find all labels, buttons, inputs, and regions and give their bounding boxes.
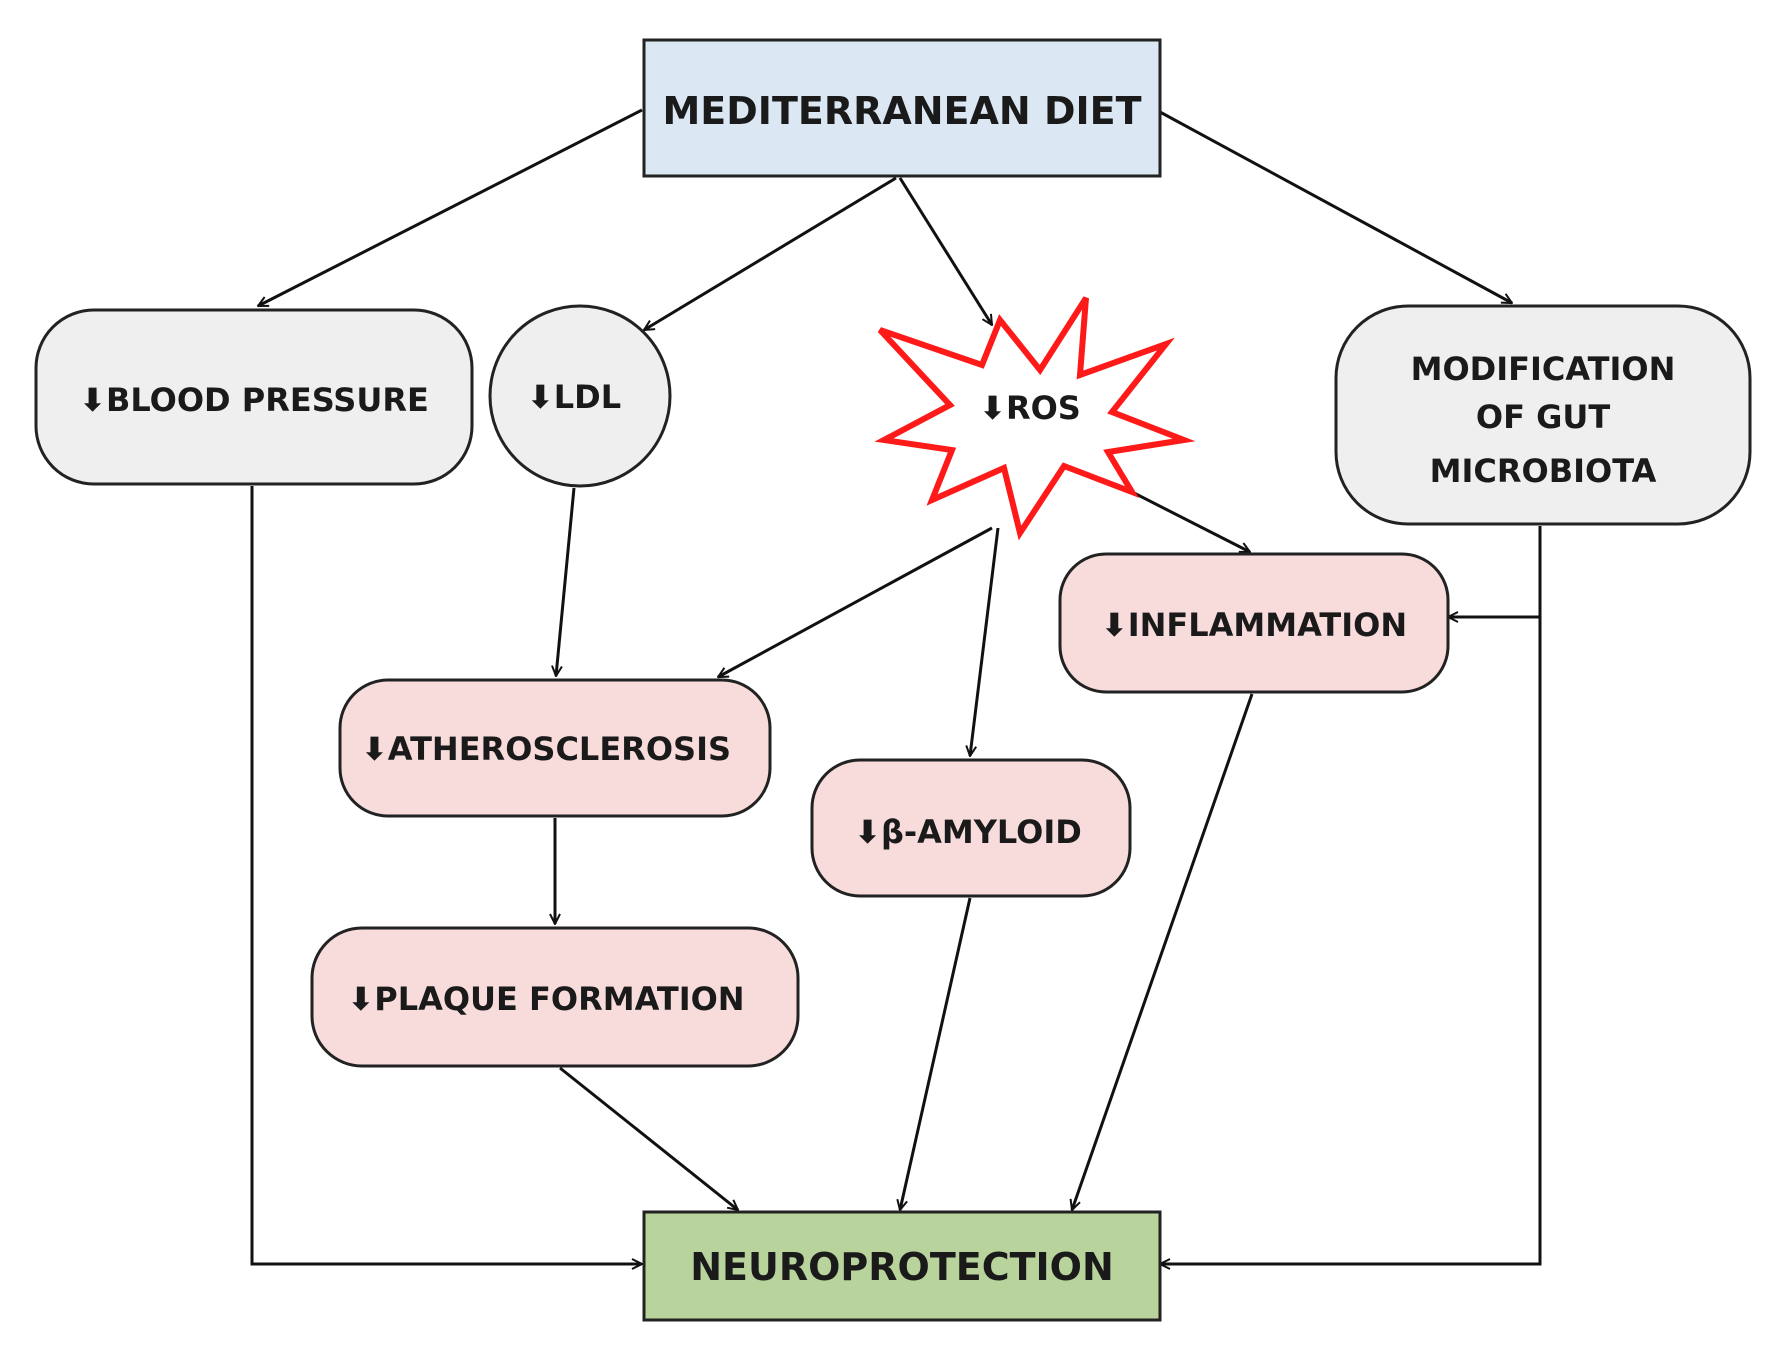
- node-mediterranean-diet: MEDITERRANEAN DIET: [642, 38, 1162, 178]
- node-neuroprotection-label: NEUROPROTECTION: [690, 1245, 1114, 1289]
- node-plaque-formation-text: PLAQUE FORMATION: [374, 980, 744, 1018]
- node-beta-amyloid: ⬇β-AMYLOID: [810, 758, 1132, 898]
- edge-gut-microbiota-to-inflammation: [1448, 526, 1542, 617]
- node-ldl-label: ⬇LDL: [527, 378, 621, 416]
- node-neuroprotection: NEUROPROTECTION: [642, 1210, 1162, 1322]
- node-ldl-circle: [488, 304, 672, 488]
- edge-gut-microbiota-to-neuroprotection: [1160, 617, 1542, 1264]
- node-blood-pressure: ⬇BLOOD PRESSURE: [34, 308, 474, 486]
- edge-ros-to-atherosclerosis: [718, 526, 993, 679]
- node-gut-microbiota-line-3: MICROBIOTA: [1430, 452, 1657, 490]
- node-gut-microbiota-line-2: OF GUT: [1476, 398, 1610, 436]
- node-gut-microbiota-box: [1334, 304, 1752, 526]
- down-arrow-icon: ⬇: [79, 381, 106, 419]
- node-atherosclerosis: ⬇ATHEROSCLEROSIS: [338, 678, 772, 818]
- node-inflammation: ⬇INFLAMMATION: [1058, 552, 1450, 694]
- node-atherosclerosis-text: ATHEROSCLEROSIS: [388, 730, 731, 768]
- node-plaque-formation-label: ⬇PLAQUE FORMATION: [347, 980, 744, 1018]
- edge-blood-pressure-to-neuroprotection: [250, 486, 642, 1264]
- node-ros-text: ROS: [1006, 389, 1081, 427]
- node-ros: ⬇ROS: [874, 296, 1196, 541]
- down-arrow-icon: ⬇: [854, 813, 881, 851]
- node-blood-pressure-box: [34, 308, 474, 486]
- down-arrow-icon: ⬇: [347, 980, 374, 1018]
- node-gut-microbiota: MODIFICATION OF GUT MICROBIOTA: [1334, 304, 1752, 526]
- edge-diet-to-gut-microbiota: [1159, 110, 1512, 305]
- node-beta-amyloid-label: ⬇β-AMYLOID: [854, 813, 1082, 851]
- edge-diet-to-ros: [898, 177, 994, 325]
- node-beta-amyloid-box: [810, 758, 1132, 898]
- node-plaque-formation-box: [310, 926, 800, 1068]
- node-gut-microbiota-line-1: MODIFICATION: [1411, 350, 1676, 388]
- node-neuroprotection-box: [642, 1210, 1162, 1322]
- node-ros-label: ⬇ROS: [979, 389, 1081, 427]
- node-plaque-formation: ⬇PLAQUE FORMATION: [310, 926, 800, 1068]
- edge-ros-to-beta-amyloid: [970, 527, 1000, 756]
- node-ldl: ⬇LDL: [488, 304, 672, 488]
- edge-inflammation-to-neuroprotection: [1072, 693, 1254, 1210]
- edge-plaque-formation-to-neuroprotection: [559, 1066, 738, 1210]
- edge-beta-amyloid-to-neuroprotection: [900, 897, 972, 1210]
- ros-starburst-icon: [874, 296, 1196, 541]
- node-inflammation-box: [1058, 552, 1450, 694]
- down-arrow-icon: ⬇: [1101, 606, 1128, 644]
- node-blood-pressure-text: BLOOD PRESSURE: [106, 381, 429, 419]
- node-atherosclerosis-label: ⬇ATHEROSCLEROSIS: [361, 730, 731, 768]
- node-inflammation-text: INFLAMMATION: [1128, 606, 1407, 644]
- edge-ros-to-inflammation: [1131, 490, 1250, 554]
- edges: [250, 108, 1542, 1264]
- node-atherosclerosis-box: [338, 678, 772, 818]
- node-inflammation-label: ⬇INFLAMMATION: [1101, 606, 1407, 644]
- node-mediterranean-diet-label: MEDITERRANEAN DIET: [662, 89, 1141, 133]
- down-arrow-icon: ⬇: [361, 730, 388, 768]
- edge-diet-to-ldl: [644, 176, 897, 332]
- node-beta-amyloid-text: β-AMYLOID: [881, 813, 1082, 851]
- node-mediterranean-diet-box: [642, 38, 1162, 178]
- edge-diet-to-blood-pressure: [258, 108, 643, 308]
- down-arrow-icon: ⬇: [979, 389, 1006, 427]
- down-arrow-icon: ⬇: [527, 378, 554, 416]
- edge-ldl-to-atherosclerosis: [556, 487, 576, 676]
- node-blood-pressure-label: ⬇BLOOD PRESSURE: [79, 381, 429, 419]
- node-ldl-text: LDL: [554, 378, 621, 416]
